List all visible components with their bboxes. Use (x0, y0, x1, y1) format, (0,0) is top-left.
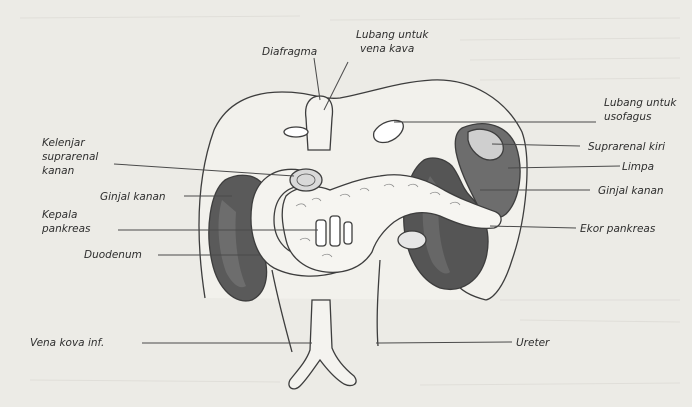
label-lubang-usofagus-line2: usofagus (604, 111, 652, 123)
splenic-vessel-shape (398, 231, 426, 249)
label-ginjal-kanan-left: Ginjal kanan (100, 191, 166, 203)
label-kepala-line1: Kepala (42, 209, 77, 221)
label-diafragma: Diafragma (262, 46, 317, 58)
label-vena-kova: Vena kova inf. (30, 337, 104, 349)
label-ginjal-kanan-right: Ginjal kanan (598, 185, 664, 197)
label-kelenjar-line3: kanan (42, 165, 74, 177)
label-suprarenal-kiri: Suprarenal kiri (588, 141, 665, 153)
label-lubang-vena-line1: Lubang untuk (356, 29, 429, 41)
label-kelenjar-line2: suprarenal (42, 151, 98, 163)
right-adrenal-shape (290, 169, 322, 191)
label-kelenjar-line1: Kelenjar (42, 137, 85, 149)
label-ekor-pankreas: Ekor pankreas (580, 223, 656, 235)
label-duodenum: Duodenum (84, 249, 142, 261)
leader-ureter (376, 342, 512, 343)
label-lubang-vena-line2: vena kava (360, 43, 414, 55)
leader-diafragma (314, 58, 320, 100)
vena-cava-upper (306, 96, 333, 150)
inferior-vena-cava (289, 300, 356, 389)
label-kepala-line2: pankreas (41, 223, 91, 235)
vena-cava-opening (284, 127, 308, 137)
label-lubang-usofagus-line1: Lubang untuk (604, 97, 677, 109)
label-ureter: Ureter (516, 337, 550, 349)
label-limpa: Limpa (622, 161, 654, 173)
